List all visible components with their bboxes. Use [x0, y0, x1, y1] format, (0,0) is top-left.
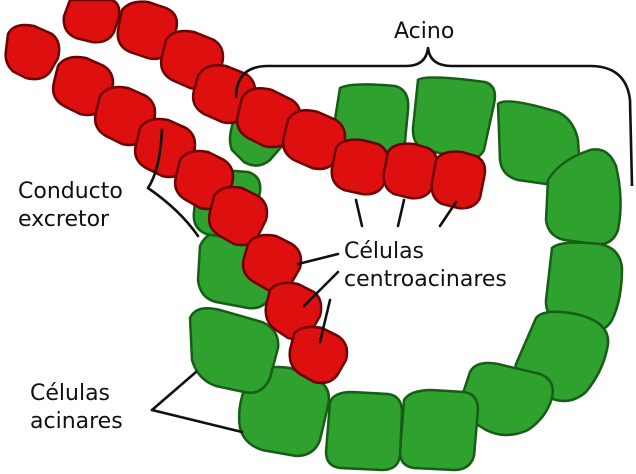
centroacinar-label-line2: centroacinares — [344, 267, 507, 292]
duct-cell — [6, 25, 59, 79]
acinares-label-line1: Células — [30, 381, 110, 406]
centroacinar-label-line1: Células — [344, 239, 424, 264]
acinares-label-line2: acinares — [30, 409, 123, 434]
centroacinar-cell — [332, 140, 389, 195]
acinar-cell — [400, 390, 478, 470]
centroacinar-cell — [432, 152, 485, 209]
conducto-label-line2: excretor — [18, 207, 110, 232]
duct-cell — [64, 0, 119, 42]
acino-label: Acino — [394, 19, 454, 44]
centroacinar-cell — [384, 144, 437, 199]
conducto-label-line1: Conducto — [18, 179, 123, 204]
acinar-cell — [326, 392, 402, 470]
